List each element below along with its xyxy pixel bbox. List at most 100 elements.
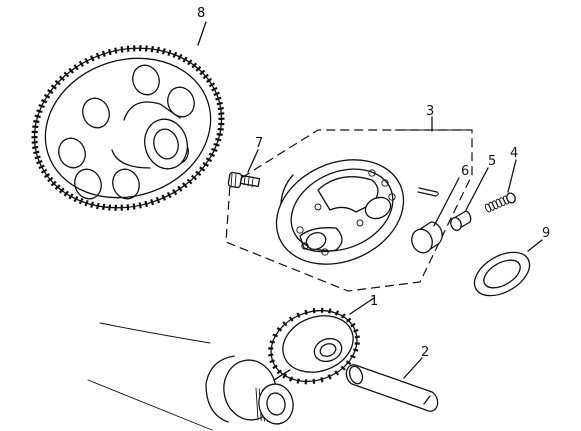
ring-gear-tooth [144, 45, 148, 52]
callout-3: 3 [426, 104, 434, 119]
ring-gear-tooth [34, 114, 41, 119]
ring-gear-tooth [43, 93, 51, 99]
ring-gear-tooth [172, 188, 178, 196]
ring-gear-tooth [33, 120, 40, 123]
ring-gear-tooth [101, 50, 106, 58]
ring-gear-tooth [47, 176, 54, 183]
ring-gear-tooth [182, 182, 188, 189]
part-7-bolt: 7 [227, 136, 263, 189]
ring-gear-tooth [78, 198, 84, 205]
ring-gear-tooth [205, 77, 213, 84]
ring-gear-tooth [120, 46, 124, 53]
ring-gear-tooth [199, 166, 206, 172]
ring-gear-tooth [78, 60, 84, 68]
callout-5: 5 [488, 154, 496, 169]
ring-gear-tooth [199, 69, 206, 76]
spline-groove [255, 387, 259, 421]
ring-gear-tooth [208, 82, 216, 88]
ring-gear-tooth [218, 112, 225, 116]
ring-gear-tooth [68, 193, 74, 200]
idler-gear-tooth [296, 312, 301, 318]
spring-end-cap [506, 192, 516, 204]
ring-gear-tooth [195, 170, 202, 177]
ring-gear-tooth [50, 180, 57, 187]
ring-gear-tooth [215, 96, 222, 101]
ring-gear-tooth [150, 45, 154, 53]
part-8-ring-gear: 8 [31, 6, 225, 211]
ring-gear-tooth [34, 155, 41, 160]
callout-4: 4 [510, 146, 518, 161]
ring-gear-tooth [216, 133, 223, 136]
ring-gear-tooth [33, 150, 40, 155]
ring-gear-tooth [186, 178, 193, 185]
ring-gear-tooth [90, 201, 95, 208]
ring-gear-tooth [43, 172, 51, 179]
ring-gear-tooth [208, 152, 216, 158]
ring-gear-tooth [47, 89, 54, 95]
ring-gear-tooth [50, 84, 57, 90]
idler-gear-tooth [346, 317, 352, 323]
part-4-spring: 4 [484, 146, 518, 213]
ring-gear-tooth [205, 157, 213, 163]
ring-gear-tooth [73, 64, 79, 71]
idler-gear-tooth [320, 377, 324, 383]
ring-gear-tooth [161, 48, 166, 55]
ring-gear-tooth [40, 168, 48, 174]
ring-gear-tooth [38, 104, 45, 109]
ring-gear-tooth [138, 202, 142, 209]
ring-gear-tooth [187, 59, 193, 66]
ring-gear-tooth [217, 127, 224, 131]
ring-gear-teeth [31, 45, 225, 211]
part-2-shaft: 2 [345, 345, 439, 412]
callout-7: 7 [255, 136, 263, 151]
part-6-roller: 6 [411, 164, 469, 254]
idler-gear-tooth [268, 353, 274, 357]
ring-gear-tooth [144, 200, 148, 208]
ring-gear-tooth [217, 106, 224, 111]
callout-9: 9 [542, 226, 550, 241]
idler-gear-tooth [353, 328, 359, 333]
ring-gear-tooth [166, 191, 172, 199]
ring-gear-tooth [84, 199, 89, 207]
ring-gear-tooth [95, 52, 101, 60]
part-1-idler-gear: 1 [261, 294, 378, 397]
ring-gear-tooth [182, 56, 188, 63]
ring-gear-tooth [167, 49, 172, 57]
ring-gear-tooth [31, 140, 38, 144]
idler-gear-tooth [353, 348, 359, 352]
ring-gear-tooth [40, 98, 48, 104]
ring-gear-tooth [161, 194, 166, 201]
ring-gear-tooth [102, 203, 106, 211]
ring-gear-tooth [63, 71, 70, 78]
ring-gear-tooth [36, 159, 43, 165]
ring-gear-tooth [32, 125, 39, 129]
ring-gear-tooth [211, 147, 218, 152]
ring-gear-tooth [177, 185, 183, 192]
ring-gear-tooth [202, 161, 209, 167]
part-3-assembly-group: 3 [225, 104, 473, 292]
spring-coil [495, 198, 502, 208]
idler-gear-tooth [269, 359, 275, 364]
ring-gear-tooth [156, 46, 161, 54]
ring-gear-tooth [32, 145, 39, 150]
callout-6: 6 [461, 164, 469, 179]
ring-gear-tooth [114, 47, 118, 54]
ring-gear-tooth [84, 57, 90, 65]
spring-coil [492, 200, 499, 210]
callout-8: 8 [197, 6, 205, 21]
part-9-washer: 9 [473, 226, 550, 297]
idler-gear-tooth [340, 365, 346, 371]
ring-gear-tooth [132, 203, 136, 210]
starter-clutch-body [275, 159, 405, 265]
ring-gear-tooth [36, 109, 43, 114]
idler-gear-tooth [282, 373, 288, 379]
ring-gear-tooth [216, 101, 223, 106]
ring-gear-tooth [108, 204, 112, 211]
idler-gear-tooth [276, 326, 283, 332]
part-5-plunger: 5 [450, 154, 496, 231]
ring-gear-tooth [155, 196, 161, 204]
callout-2: 2 [421, 345, 429, 360]
idler-gear-tooth [340, 313, 346, 319]
ring-gear-tooth [58, 75, 65, 82]
ring-gear-tooth [191, 62, 198, 69]
